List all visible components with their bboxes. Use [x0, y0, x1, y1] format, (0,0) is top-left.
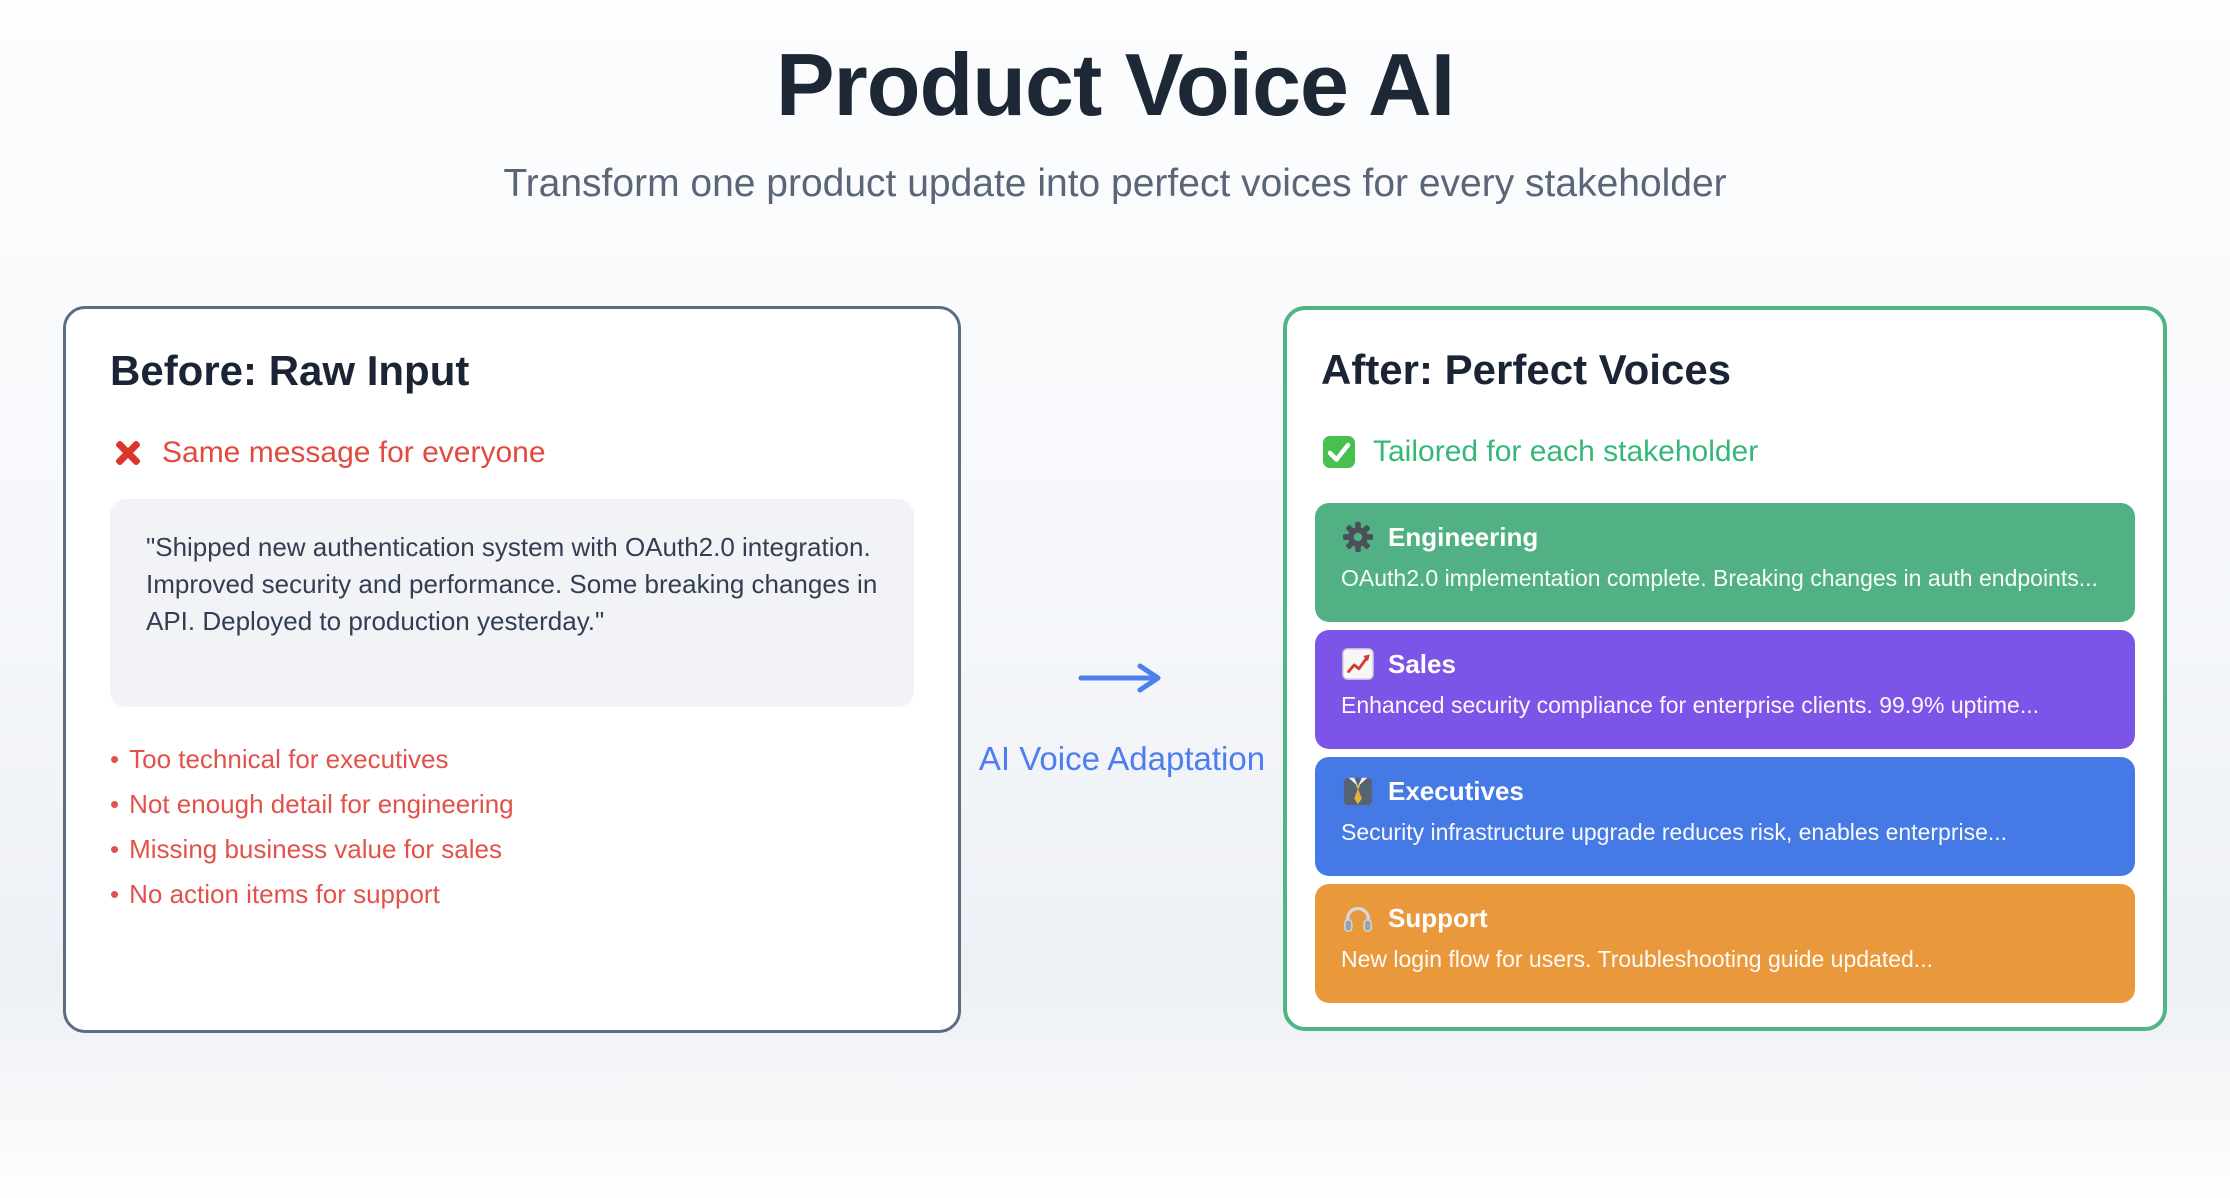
issue-item: • Missing business value for sales: [110, 831, 914, 868]
voice-name: Executives: [1388, 775, 1524, 806]
after-card: After: Perfect Voices Tailored for each …: [1283, 306, 2167, 1031]
voice-card-sales: Sales Enhanced security compliance for e…: [1315, 630, 2135, 749]
voice-message: New login flow for users. Troubleshootin…: [1341, 946, 1933, 972]
header: Product Voice AI Transform one product u…: [0, 0, 2230, 206]
after-card-title: After: Perfect Voices: [1321, 346, 1732, 393]
headphones-icon: [1341, 901, 1375, 935]
page-subtitle: Transform one product update into perfec…: [503, 162, 1727, 205]
raw-input-quote: "Shipped new authentication system with …: [110, 499, 914, 707]
before-status-text: Same message for everyone: [162, 436, 546, 469]
voice-name: Engineering: [1388, 521, 1539, 552]
chart-increasing-icon: [1341, 647, 1375, 681]
necktie-icon: [1341, 774, 1375, 808]
gear-icon: [1341, 520, 1375, 554]
voices-list: Engineering OAuth2.0 implementation comp…: [1315, 503, 2135, 1003]
voice-title-row: Support: [1341, 901, 2109, 935]
transform-label: AI Voice Adaptation: [978, 740, 1266, 777]
issue-text: Too technical for executives: [129, 744, 449, 774]
voice-card-support: Support New login flow for users. Troubl…: [1315, 884, 2135, 1003]
issue-text: No action items for support: [129, 878, 440, 909]
issue-item: • No action items for support: [110, 876, 914, 913]
check-mark-icon: [1321, 434, 1357, 470]
voice-card-engineering: Engineering OAuth2.0 implementation comp…: [1315, 503, 2135, 622]
issue-text: Not enough detail for engineering: [129, 788, 514, 819]
bullet-marker: •: [110, 833, 120, 864]
transform-column: AI Voice Adaptation: [961, 306, 1283, 778]
bullet-marker: •: [110, 744, 120, 774]
issues-list: • Too technical for executives • Not eno…: [110, 741, 914, 913]
after-status-row: Tailored for each stakeholder: [1315, 434, 2135, 470]
comparison-row: Before: Raw Input Same message for every…: [0, 306, 2230, 1033]
voice-title-row: Executives: [1341, 774, 2109, 808]
before-card: Before: Raw Input Same message for every…: [63, 306, 961, 1033]
after-status-text: Tailored for each stakeholder: [1373, 435, 1759, 468]
voice-title-row: Engineering: [1341, 520, 2109, 554]
voice-message: Enhanced security compliance for enterpr…: [1341, 692, 2040, 718]
before-status-row: Same message for everyone: [110, 435, 914, 471]
issue-item: • Not enough detail for engineering: [110, 786, 914, 823]
voice-card-executives: Executives Security infrastructure upgra…: [1315, 757, 2135, 876]
before-card-title: Before: Raw Input: [110, 347, 470, 394]
voice-name: Support: [1388, 902, 1488, 933]
bullet-marker: •: [110, 878, 120, 909]
voice-message: Security infrastructure upgrade reduces …: [1341, 819, 2008, 845]
issue-item: • Too technical for executives: [110, 741, 914, 778]
voice-message: OAuth2.0 implementation complete. Breaki…: [1341, 565, 2098, 591]
issue-text: Missing business value for sales: [129, 833, 502, 864]
page-title: Product Voice AI: [775, 35, 1455, 134]
voice-title-row: Sales: [1341, 647, 2109, 681]
voice-name: Sales: [1388, 648, 1456, 679]
arrow-right-icon: [1074, 658, 1170, 698]
bullet-marker: •: [110, 788, 120, 819]
cross-mark-icon: [110, 435, 146, 471]
